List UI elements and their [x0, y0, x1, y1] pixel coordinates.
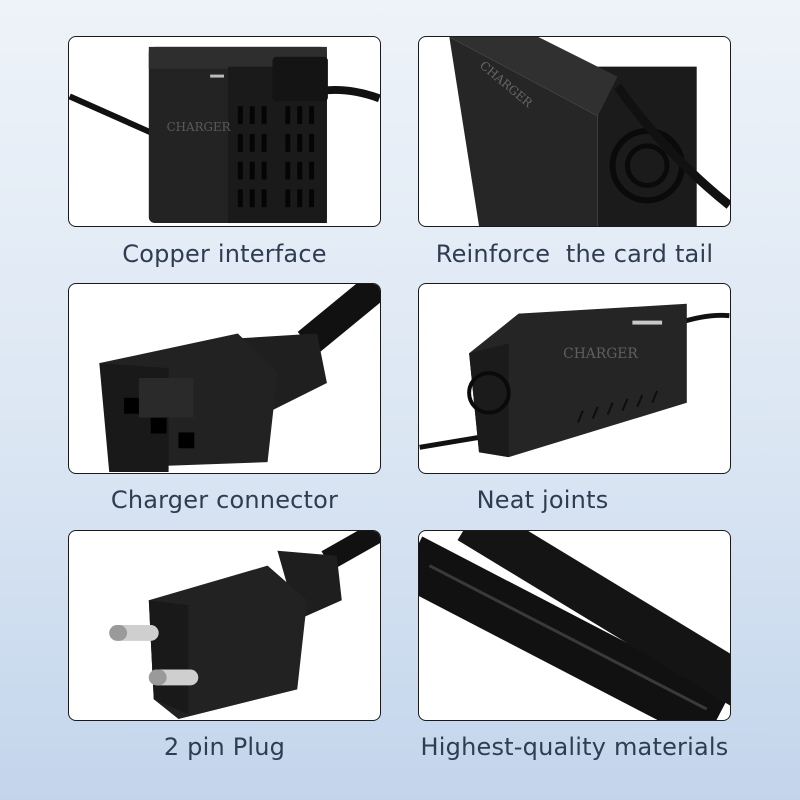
- eu-plug-image: [109, 531, 380, 720]
- caption-2-pin-plug: 2 pin Plug: [163, 733, 286, 761]
- cable-closeup-image: [419, 531, 730, 720]
- feature-image-card-tail: CHARGER: [418, 36, 731, 227]
- charger-box-front-image: CHARGER: [69, 46, 380, 224]
- caption-card-tail: Reinforce the card tail: [435, 240, 714, 268]
- feature-image-neat-joints: CHARGER: [418, 283, 731, 474]
- charger-box-angle-image: CHARGER: [419, 303, 730, 458]
- feature-image-charger-connector: [68, 283, 381, 474]
- charger-engraving: CHARGER: [167, 120, 232, 134]
- iec-connector-image: [99, 284, 380, 473]
- feature-image-copper-interface: CHARGER: [68, 36, 381, 227]
- feature-image-2-pin-plug: [68, 530, 381, 721]
- feature-image-quality-materials: [418, 530, 731, 721]
- caption-quality-materials: Highest-quality materials: [420, 733, 729, 761]
- caption-charger-connector: Charger connector: [110, 486, 339, 514]
- charger-box-side-image: CHARGER: [449, 37, 730, 226]
- caption-copper-interface: Copper interface: [122, 240, 327, 268]
- charger-engraving: CHARGER: [563, 346, 638, 362]
- caption-neat-joints: Neat joints: [476, 486, 609, 514]
